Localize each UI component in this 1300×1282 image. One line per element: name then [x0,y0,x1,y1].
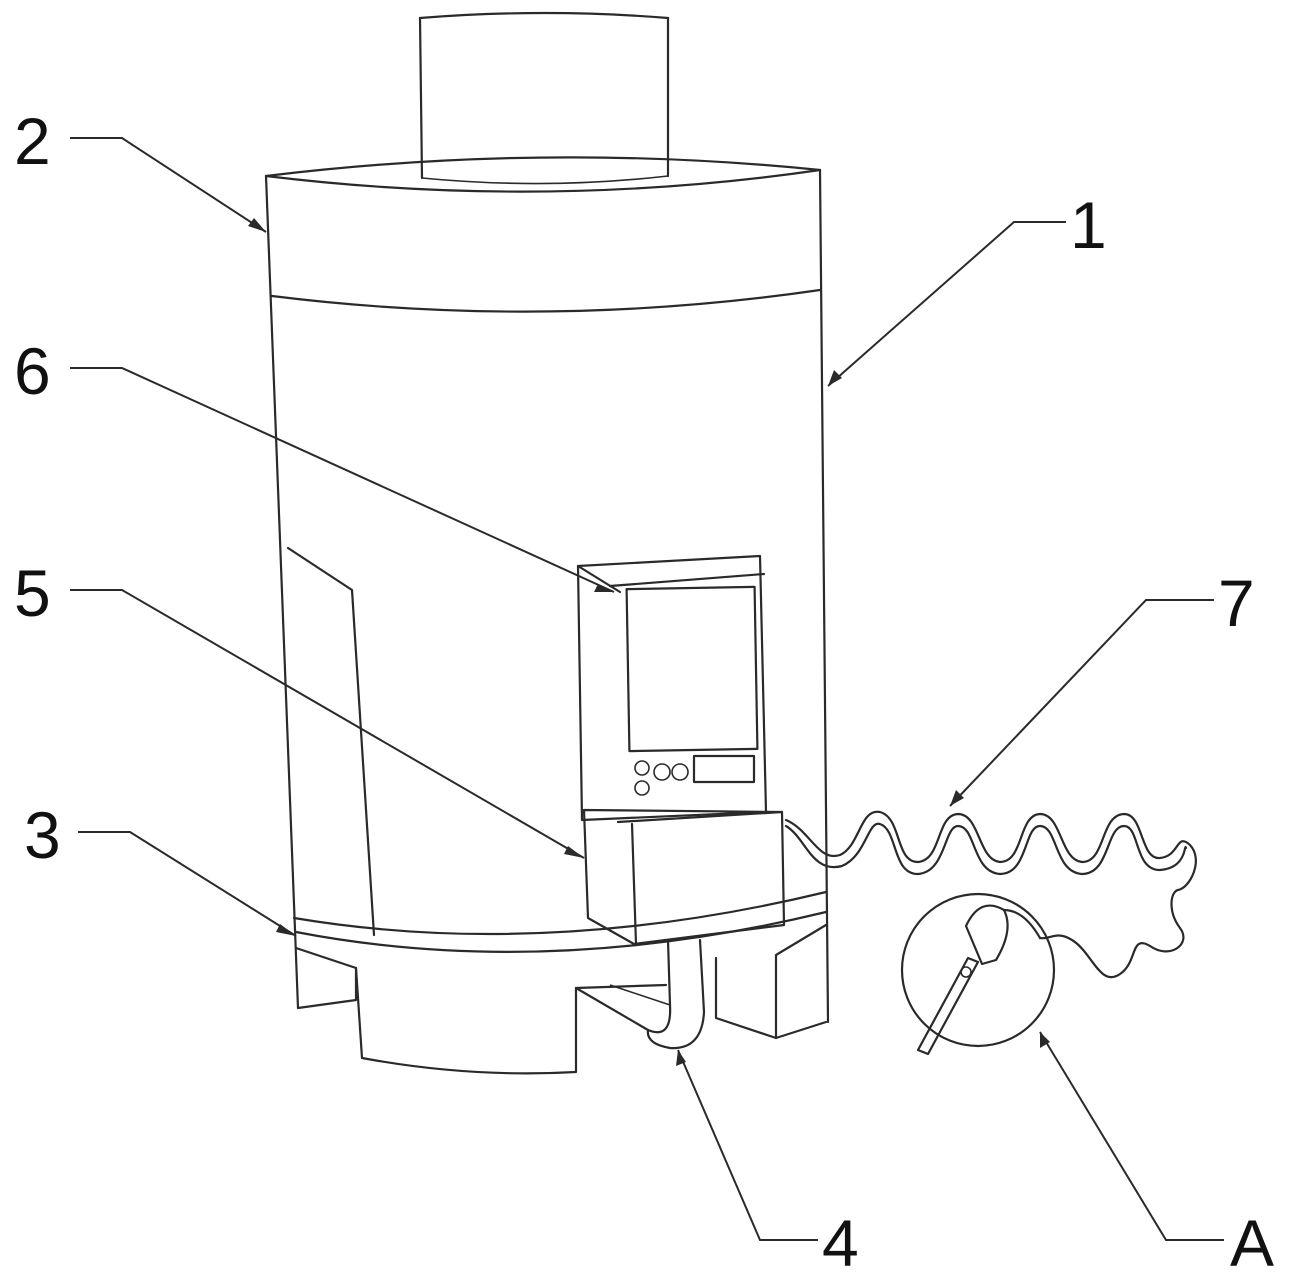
label-1: 1 [1070,192,1107,258]
leader-lines [70,138,1224,1240]
control-box [578,556,766,820]
label-7: 7 [1218,570,1255,636]
leader-1 [828,222,1066,386]
leader-a [1040,1032,1224,1240]
leader-4 [678,1050,818,1240]
drain-pipe [576,940,704,1048]
upper-band [272,290,820,312]
label-5: 5 [14,560,51,626]
arrow-heads [248,218,1050,1066]
leader-2 [70,138,266,232]
label-a: A [1230,1210,1274,1276]
leader-5 [70,590,584,858]
lower-housing [584,810,784,944]
leader-7 [950,600,1214,806]
side-slot [288,548,374,935]
label-3: 3 [24,802,61,868]
label-6: 6 [14,338,51,404]
detail-a-circle [902,894,1054,1054]
label-4: 4 [822,1210,859,1276]
leader-6 [70,368,614,592]
label-2: 2 [14,108,51,174]
base-legs [296,925,826,1073]
leader-3 [78,832,296,936]
